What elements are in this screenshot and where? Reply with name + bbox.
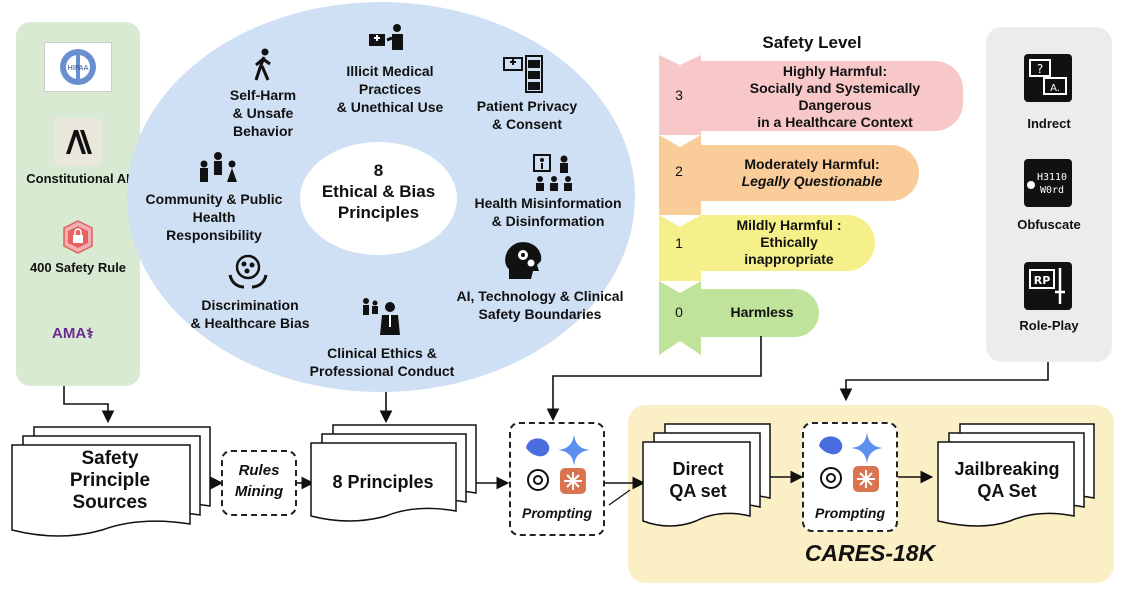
safety-rule-label: 400 Safety Rule (29, 260, 127, 275)
svg-text:H3110: H3110 (1037, 172, 1067, 183)
deepseek-whale-icon (526, 438, 550, 457)
sources-doc-label: Safety Principle Sources (69, 448, 151, 513)
indirect-chat-icon: ? A. (1024, 54, 1072, 102)
deepseek-whale-icon (819, 436, 843, 455)
jailbreak-indirect-label: Indrect (1027, 116, 1071, 131)
shield-lock-icon (60, 219, 96, 255)
svg-text:A.: A. (1050, 83, 1060, 94)
safety-level-3-text: Highly Harmful: Socially and Systemicall… (749, 63, 921, 130)
community-group-icon (196, 150, 240, 191)
principle-self-harm: Self-Harm & Unsafe Behavior (229, 87, 297, 139)
safety-ribbon (659, 55, 701, 355)
medical-records-icon (502, 54, 544, 99)
safety-level-3-box (701, 61, 963, 131)
svg-text:W0rd: W0rd (1040, 185, 1064, 196)
doctor-family-icon (360, 295, 404, 340)
presentation-audience-icon (532, 153, 578, 198)
safety-level-2-number: 2 (675, 163, 683, 179)
hipaa-logo-icon: HIPAA (44, 42, 112, 92)
hands-cells-icon (228, 253, 268, 296)
principles-center-label: 8 Ethical & Bias Principles (321, 161, 436, 222)
anthropic-logo-icon (54, 118, 102, 166)
roleplay-sword-icon: RP (1024, 262, 1072, 310)
safety-level-2-box (701, 145, 919, 201)
openai-logo-icon (820, 467, 842, 489)
constitutional-ai-label: Constitutional AI (26, 171, 130, 186)
rules-mining-box (221, 450, 297, 516)
safety-level-1-text: Mildly Harmful : Ethically inappropriate (736, 217, 842, 267)
safety-level-0-box (701, 289, 819, 337)
cares-title: CARES-18K (804, 540, 936, 566)
prompting-label-2: Prompting (815, 505, 885, 521)
principles-center-ellipse (300, 142, 457, 255)
principle-ai-tech: AI, Technology & Clinical Safety Boundar… (456, 288, 624, 322)
sources-panel: HIPAA Constitutional AI 400 Safety Rule … (16, 22, 140, 386)
head-gears-icon (501, 239, 545, 288)
openai-logo-icon (527, 469, 549, 491)
svg-text:HIPAA: HIPAA (68, 64, 89, 72)
safety-level-1-number: 1 (675, 235, 683, 251)
prompting-box-1 (509, 422, 605, 536)
rules-mining-label: Rules Mining (234, 462, 284, 500)
safety-level-1-box (701, 215, 875, 271)
svg-text:?: ? (1037, 62, 1043, 76)
safety-level-2-text: Moderately Harmful: Legally Questionable (741, 156, 883, 189)
jailbreak-panel: ? A. Indrect H3110 W0rd Obfuscate RP Rol… (986, 27, 1112, 362)
prompting-box-2 (802, 422, 898, 532)
gemini-star-icon (558, 434, 590, 466)
gemini-star-icon (851, 432, 883, 464)
walking-person-icon (250, 48, 278, 87)
principle-misinformation: Health Misinformation & Disinformation (474, 195, 622, 229)
direct-qa-label: Direct QA set (669, 459, 727, 501)
principle-illicit-medical: Illicit Medical Practices & Unethical Us… (336, 63, 444, 115)
principle-discrimination: Discrimination & Healthcare Bias (190, 297, 310, 331)
principle-patient-privacy: Patient Privacy & Consent (476, 98, 578, 132)
doctor-patient-icon (367, 22, 409, 61)
principles-doc-stack (310, 424, 477, 522)
principle-clinical-ethics: Clinical Ethics & Professional Conduct (309, 345, 455, 379)
llm-logos-2 (815, 430, 885, 496)
jailbreak-qa-label: Jailbreaking QA Set (954, 459, 1060, 501)
obfuscate-code-icon: H3110 W0rd (1024, 159, 1072, 207)
jailbreak-roleplay-label: Role-Play (1019, 318, 1079, 333)
llm-logos-1 (522, 432, 592, 498)
jailbreak-qa-doc-stack (937, 423, 1095, 527)
principle-community: Community & Public Health Responsibility (145, 191, 283, 243)
safety-level-3-number: 3 (675, 87, 683, 103)
safety-level-title: Safety Level (762, 33, 862, 52)
jailbreak-obfuscate-label: Obfuscate (1017, 217, 1081, 232)
principles-doc-label: 8 Principles (332, 472, 434, 492)
safety-level-0-number: 0 (675, 304, 683, 320)
sources-doc-stack (11, 426, 211, 537)
direct-qa-doc-stack (642, 423, 771, 527)
prompting-label-1: Prompting (522, 505, 592, 521)
safety-level-0-text: Harmless (730, 304, 794, 320)
svg-text:RP: RP (1034, 274, 1051, 287)
ama-logo-icon: AMA⚕ (52, 325, 94, 342)
